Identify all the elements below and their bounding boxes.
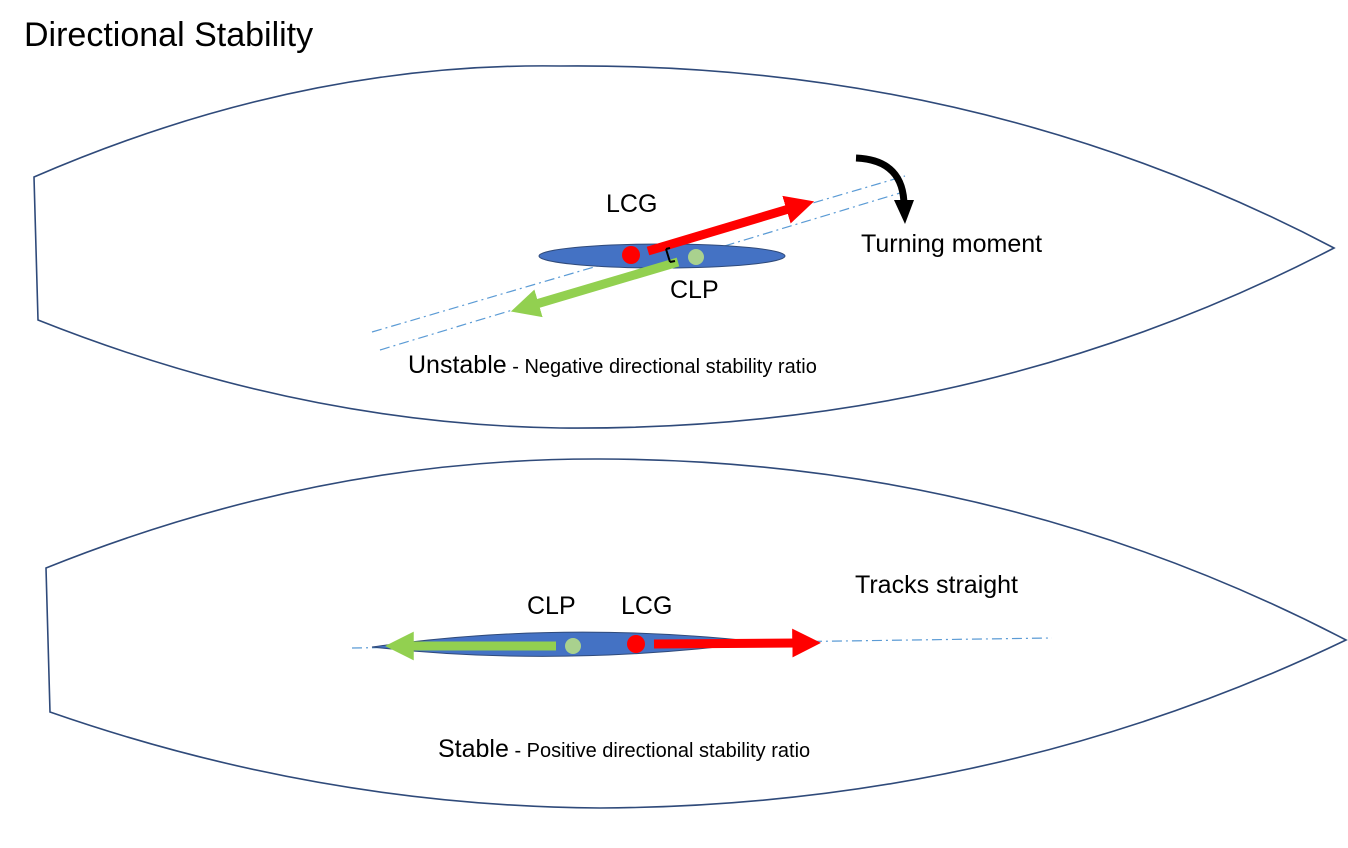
unstable-caption-sub: Negative directional stability ratio <box>524 356 817 378</box>
turning-moment-label: Turning moment <box>861 230 1043 258</box>
lcg-label-bottom: LCG <box>621 592 673 620</box>
lcg-label-top: LCG <box>606 190 658 218</box>
unstable-caption-main: Unstable <box>408 351 507 379</box>
clp-dot-bottom <box>565 638 581 654</box>
unstable-caption-separator: - <box>506 356 525 378</box>
turning-moment-arrowhead <box>894 200 914 224</box>
stable-caption-separator: - <box>508 740 527 762</box>
stable-caption-sub: Positive directional stability ratio <box>526 740 811 762</box>
centerline-top-a <box>371 175 906 333</box>
page-title: Directional Stability <box>24 16 314 54</box>
clp-force-arrow-top <box>510 257 680 318</box>
lcg-dot-bottom <box>627 635 645 653</box>
tracks-straight-label: Tracks straight <box>855 571 1019 599</box>
clp-dot-top <box>688 249 704 265</box>
hull-outline-bottom <box>45 458 1348 809</box>
lcg-dot-top <box>622 246 640 264</box>
centerline-bottom <box>351 637 1053 649</box>
stable-caption: Stable - Positive directional stability … <box>438 735 810 764</box>
lcg-force-arrow-bottom <box>653 628 822 658</box>
lcg-force-arrow-top <box>646 195 815 256</box>
turning-moment-arrow <box>855 154 908 209</box>
lever-arm-bracket <box>665 247 676 263</box>
clp-label-top: CLP <box>670 276 719 304</box>
hull-outline-top <box>33 65 1336 429</box>
unstable-caption: Unstable - Negative directional stabilit… <box>408 351 817 380</box>
stable-caption-main: Stable <box>438 735 509 763</box>
clp-label-bottom: CLP <box>527 592 576 620</box>
